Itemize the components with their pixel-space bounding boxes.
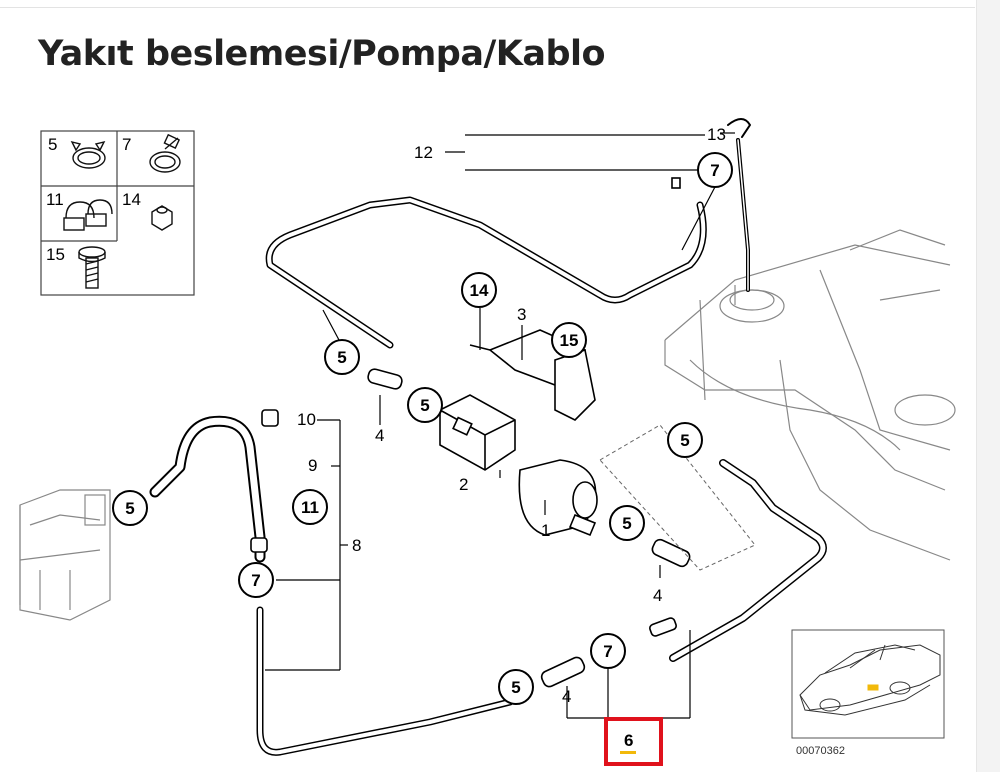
svg-text:11: 11	[301, 498, 319, 517]
svg-text:5: 5	[125, 499, 134, 518]
callout-c5-b: 5	[407, 387, 443, 423]
page-title: Yakıt beslemesi/Pompa/Kablo	[38, 34, 606, 74]
svg-text:15: 15	[560, 331, 579, 350]
fittings	[250, 177, 691, 688]
svg-text:5: 5	[511, 678, 520, 697]
callout-c7-top: 7	[697, 152, 733, 188]
parts-legend	[40, 130, 195, 296]
svg-text:5: 5	[680, 431, 689, 450]
fuel-tank-outline	[664, 229, 956, 561]
label-13: 13	[707, 125, 726, 144]
hex-nut-icon	[151, 205, 173, 231]
legend-label-7: 7	[122, 135, 131, 154]
label-2: 2	[459, 475, 468, 494]
svg-text:5: 5	[420, 396, 429, 415]
leader-lines	[265, 132, 735, 719]
svg-text:7: 7	[710, 161, 719, 180]
page-scrollbar[interactable]	[976, 0, 1000, 772]
svg-text:7: 7	[603, 642, 612, 661]
label-3: 3	[517, 305, 526, 324]
diagram-code: 00070362	[796, 745, 845, 757]
label-9: 9	[308, 456, 317, 475]
car-thumbnail[interactable]	[791, 629, 945, 739]
label-12: 12	[414, 143, 433, 162]
hose-clamp-icon	[70, 140, 106, 169]
svg-text:14: 14	[470, 281, 489, 300]
callout-c5-c: 5	[667, 422, 703, 458]
line-holder-icon	[63, 199, 113, 231]
label-4-b: 4	[653, 586, 662, 605]
callout-c7-bottom: 7	[590, 633, 626, 669]
bolt-icon	[78, 246, 106, 289]
legend-label-5: 5	[48, 135, 57, 154]
label-10: 10	[297, 410, 316, 429]
callout-c7-left: 7	[238, 562, 274, 598]
legend-label-11: 11	[46, 190, 64, 209]
highlight-part-6[interactable]: 6	[604, 717, 663, 766]
pump-housing-outline	[19, 489, 111, 621]
svg-text:7: 7	[251, 571, 260, 590]
callout-c5-a: 5	[324, 339, 360, 375]
highlight-label: 6	[624, 731, 633, 750]
callout-c5-e: 5	[609, 505, 645, 541]
label-1: 1	[541, 521, 550, 540]
callout-c14: 14	[461, 272, 497, 308]
screw-clamp-icon	[149, 133, 181, 173]
callout-c11: 11	[292, 489, 328, 525]
callout-c5-f: 5	[498, 669, 534, 705]
legend-label-14: 14	[122, 190, 141, 209]
svg-text:5: 5	[622, 514, 631, 533]
top-divider	[0, 7, 975, 8]
label-4-c: 4	[562, 687, 571, 706]
svg-text:5: 5	[337, 348, 346, 367]
callout-c5-d: 5	[112, 490, 148, 526]
label-8: 8	[352, 536, 361, 555]
fuel-lines	[149, 118, 827, 756]
label-4-a: 4	[375, 426, 384, 445]
highlight-frame	[604, 717, 663, 766]
car-silhouette-icon	[799, 644, 941, 716]
highlight-underline	[620, 751, 636, 754]
legend-label-15: 15	[46, 245, 65, 264]
callout-c15-pump: 15	[551, 322, 587, 358]
fuel-pump-assembly	[439, 329, 598, 537]
detail-box	[599, 424, 756, 571]
